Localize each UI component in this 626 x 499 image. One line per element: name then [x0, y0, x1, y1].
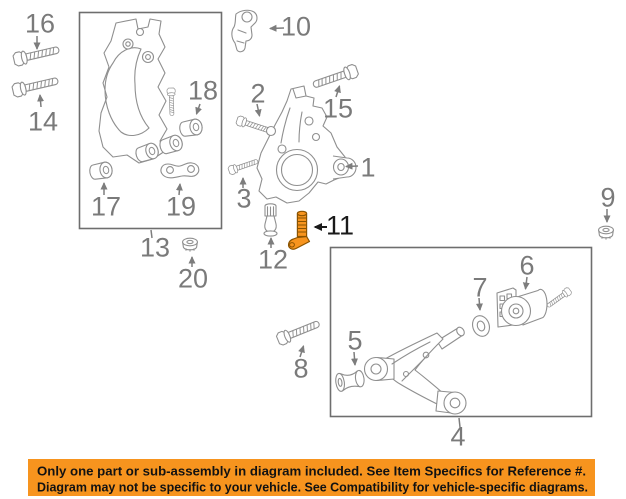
- part-label-9: 9: [600, 182, 616, 213]
- part-9-nut: [598, 225, 614, 241]
- part-14-bolt: [10, 73, 60, 99]
- part-15-bolt: [310, 63, 360, 92]
- leader-tick-13: [150, 229, 153, 239]
- leader-arrow-10: [269, 24, 285, 32]
- part-label-14: 14: [27, 106, 59, 137]
- part-18-bushing: [178, 117, 204, 139]
- part-3-bolt: [227, 156, 260, 176]
- part-label-11-highlighted: 11: [325, 210, 355, 241]
- part-12-stud: [263, 203, 278, 237]
- part-10-ball-joint: [231, 9, 258, 53]
- part-13-carrier-bracket: [98, 18, 185, 165]
- leader-arrow-19: [175, 183, 183, 196]
- leader-arrow-8: [298, 345, 305, 358]
- part-4-control-arm: [363, 326, 467, 415]
- part-label-10: 10: [280, 11, 312, 42]
- part-11-bolt-highlighted: [287, 210, 311, 250]
- leader-arrow-1: [345, 162, 359, 170]
- control-arm-bolt: [544, 286, 573, 310]
- part-label-12: 12: [257, 244, 289, 275]
- part-4-group-box: [329, 246, 593, 418]
- part-7-washer: [472, 315, 490, 337]
- banner-line-2: Diagram may not be specific to your vehi…: [37, 480, 588, 495]
- part-label-7: 7: [472, 272, 488, 303]
- part-label-1: 1: [360, 152, 376, 183]
- part-label-2: 2: [250, 78, 266, 109]
- leader-arrow-2: [254, 103, 262, 117]
- part-label-6: 6: [519, 250, 535, 281]
- part-6-bushing-assembly: [496, 287, 548, 328]
- part-label-8: 8: [293, 353, 309, 384]
- part-label-16: 16: [24, 8, 56, 39]
- disclaimer-banner: Only one part or sub-assembly in diagram…: [28, 459, 595, 496]
- part-1-steering-knuckle: [256, 85, 357, 204]
- banner-line-1: Only one part or sub-assembly in diagram…: [37, 464, 586, 479]
- leader-arrow-15: [334, 85, 341, 98]
- leader-arrow-6: [522, 276, 530, 290]
- leader-arrow-5: [351, 351, 358, 366]
- part-19-link-arm: [160, 162, 200, 179]
- part-5-bushing: [335, 369, 365, 392]
- part-label-5: 5: [347, 325, 363, 356]
- disclaimer-banner-text: Only one part or sub-assembly in diagram…: [37, 464, 588, 495]
- carrier-small-bolt: [166, 87, 177, 117]
- part-2-bolt: [235, 114, 271, 136]
- part-label-20: 20: [177, 263, 209, 294]
- leader-arrows: [33, 24, 611, 428]
- leader-arrow-14: [37, 94, 45, 108]
- part-label-3: 3: [236, 183, 252, 214]
- part-label-4: 4: [450, 421, 466, 452]
- part-17-bushing: [88, 160, 114, 182]
- part-20-nut: [182, 237, 198, 253]
- part-label-13: 13: [139, 232, 171, 263]
- leader-arrow-18: [195, 103, 202, 115]
- part-13-group-box: [78, 11, 223, 230]
- leader-arrow-7: [475, 297, 483, 311]
- part-label-17: 17: [90, 191, 122, 222]
- part-8-bolt: [275, 316, 322, 347]
- part-label-19: 19: [165, 191, 197, 222]
- part-label-15: 15: [322, 93, 354, 124]
- leader-tick-4: [458, 417, 461, 428]
- part-label-18: 18: [187, 75, 219, 106]
